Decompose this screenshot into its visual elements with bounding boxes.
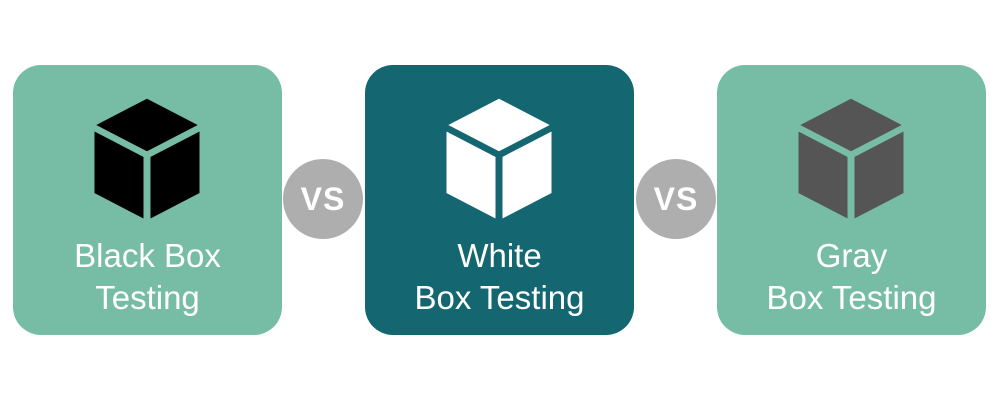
card-label: Gray Box Testing (717, 235, 986, 319)
card-title-line2: Box Testing (414, 279, 585, 316)
gray-cube-icon (795, 95, 907, 223)
black-cube-icon (91, 95, 203, 223)
white-cube-icon (443, 95, 555, 223)
vs-badge: VS (636, 159, 716, 239)
card-title-line1: Gray (815, 237, 888, 274)
vs-badge: VS (283, 159, 363, 239)
card-title-line2: Box Testing (766, 279, 937, 316)
gray-box-testing-card: Gray Box Testing (717, 65, 986, 335)
card-title-line1: Black Box (74, 237, 221, 274)
white-box-testing-card: White Box Testing (365, 65, 634, 335)
black-box-testing-card: Black Box Testing (13, 65, 282, 335)
card-title-line1: White (457, 237, 542, 274)
card-label: White Box Testing (365, 235, 634, 319)
card-label: Black Box Testing (13, 235, 282, 319)
card-title-line2: Testing (95, 279, 200, 316)
